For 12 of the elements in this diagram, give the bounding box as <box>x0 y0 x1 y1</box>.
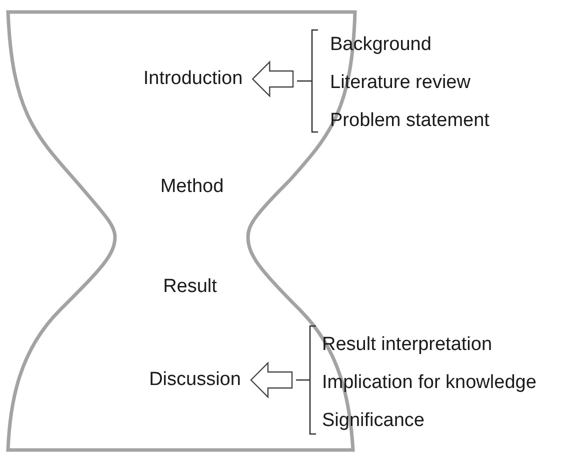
list-item: Result interpretation <box>322 334 492 356</box>
block-arrow <box>252 60 294 98</box>
block-arrow <box>250 362 293 398</box>
list-item: Problem statement <box>330 110 490 132</box>
list-item: Literature review <box>330 72 470 94</box>
list-item: Significance <box>322 410 424 432</box>
section-label: Result <box>163 276 217 298</box>
list-item: Implication for knowledge <box>322 372 536 394</box>
section-label: Method <box>160 176 224 198</box>
section-label: Introduction <box>143 68 243 90</box>
section-label: Discussion <box>149 369 241 391</box>
list-item: Background <box>330 34 432 56</box>
